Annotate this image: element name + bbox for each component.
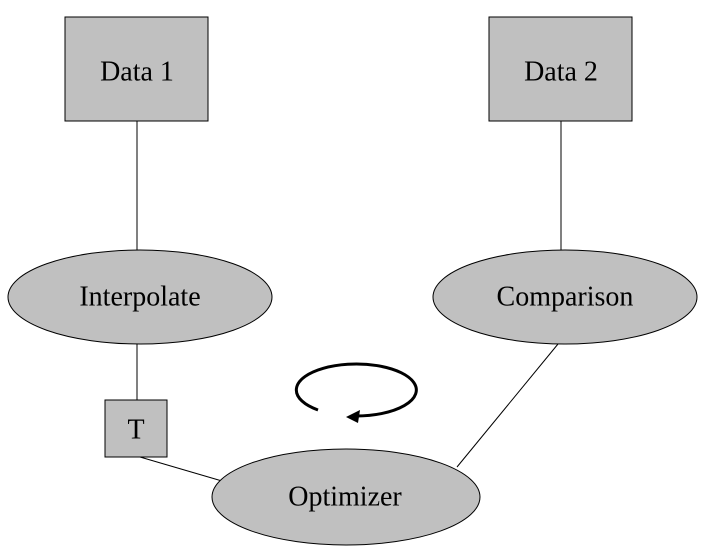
comparison-node: Comparison [432, 249, 698, 345]
data1-label: Data 1 [100, 57, 174, 88]
data2-box [488, 16, 633, 122]
edge-t-optimizer [139, 456, 223, 482]
data2-node: Data 2 [488, 16, 633, 122]
t-label: T [127, 415, 144, 446]
edge-comparison-optimizer [456, 343, 559, 468]
loop-arrowhead [346, 410, 360, 423]
edges [136, 121, 562, 482]
t-node: T [104, 399, 168, 458]
optimizer-label: Optimizer [288, 482, 402, 513]
data1-box [64, 16, 209, 122]
optimizer-node: Optimizer [211, 448, 481, 546]
optimizer-ellipse [211, 448, 481, 546]
interpolate-node: Interpolate [7, 249, 273, 345]
data1-node: Data 1 [64, 16, 209, 122]
comparison-label: Comparison [497, 282, 634, 313]
interpolate-ellipse [7, 249, 273, 345]
loop-arc [294, 362, 418, 418]
data2-label: Data 2 [524, 57, 598, 88]
circular-arrow-icon [294, 362, 418, 423]
t-box [104, 399, 168, 458]
comparison-ellipse [432, 249, 698, 345]
interpolate-label: Interpolate [79, 282, 200, 313]
